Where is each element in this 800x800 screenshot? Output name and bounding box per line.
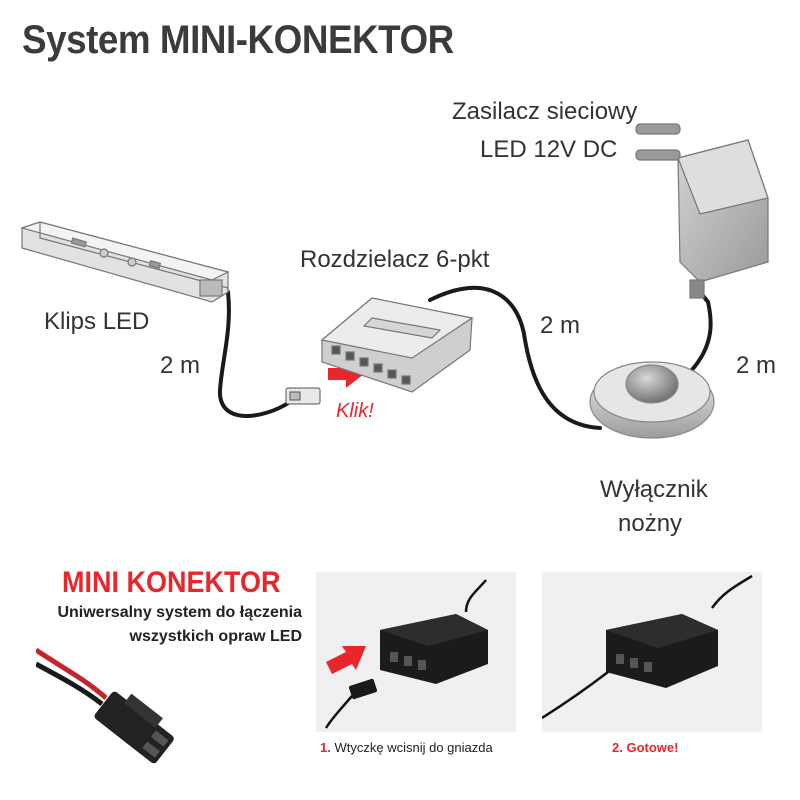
splitter-device <box>320 297 474 393</box>
cable-splitter-to-switch <box>428 285 602 430</box>
step-1-number: 1. <box>320 740 331 755</box>
length-right: 2 m <box>736 352 777 379</box>
length-middle: 2 m <box>540 312 581 339</box>
clip-label: Klips LED <box>44 308 150 335</box>
step-2-caption: 2. Gotowe! <box>612 740 678 755</box>
led-clip <box>19 221 230 303</box>
page-title: System MINI-KONEKTOR <box>22 18 454 62</box>
step-2-text: Gotowe! <box>626 740 679 755</box>
mini-konektor-subtitle-1: Uniwersalny system do łączenia <box>57 604 302 621</box>
cables <box>217 285 713 430</box>
step-2-photo <box>542 572 762 732</box>
click-label: Klik! <box>336 400 374 422</box>
step-2-number: 2. <box>612 740 623 755</box>
step-1-text: Wtyczkę wcisnij do gniazda <box>334 740 493 755</box>
switch-label-1: Wyłącznik <box>600 476 708 503</box>
switch-label-2: nożny <box>618 510 683 537</box>
foot-switch <box>589 361 715 439</box>
length-left: 2 m <box>160 352 201 379</box>
cable-clip-to-plug <box>217 290 292 418</box>
mini-plug-small <box>285 387 321 405</box>
splitter-label: Rozdzielacz 6-pkt <box>300 246 490 273</box>
power-supply-label-2: LED 12V DC <box>480 136 618 163</box>
cable-switch-to-power <box>688 290 713 374</box>
system-diagram <box>19 123 769 439</box>
insert-arrow-icon <box>326 646 366 674</box>
power-supply <box>635 123 769 299</box>
connector-closeup-photo <box>36 647 174 764</box>
mini-konektor-title: MINI KONEKTOR <box>62 566 281 599</box>
mini-konektor-subtitle-2: wszystkich opraw LED <box>129 628 303 645</box>
step-1-caption: 1. Wtyczkę wcisnij do gniazda <box>320 740 493 755</box>
power-supply-label-1: Zasilacz sieciowy <box>452 98 638 125</box>
step-1-photo <box>316 572 516 732</box>
